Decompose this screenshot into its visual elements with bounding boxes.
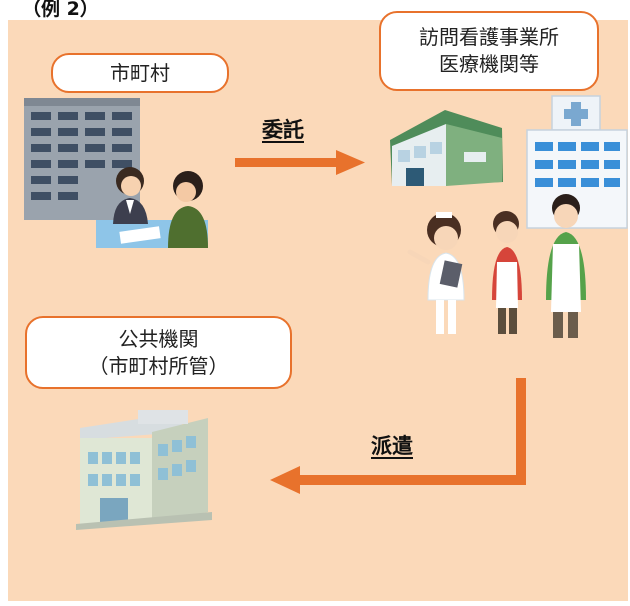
dispatch-label: 派遣 bbox=[371, 434, 413, 458]
provider-label-box: 訪問看護事業所 医療機関等 bbox=[379, 11, 599, 91]
care-worker-illustration bbox=[492, 211, 522, 334]
commission-arrow bbox=[235, 150, 365, 175]
nurse-illustration bbox=[407, 212, 465, 334]
provider-label-line1: 訪問看護事業所 bbox=[419, 25, 559, 49]
provider-label-line2: 医療機関等 bbox=[439, 52, 539, 76]
dispatch-arrow bbox=[270, 378, 526, 494]
commission-label: 委託 bbox=[262, 118, 304, 142]
municipality-label: 市町村 bbox=[110, 60, 170, 85]
public-agency-building-illustration bbox=[76, 410, 212, 530]
male-care-worker-illustration bbox=[546, 194, 586, 338]
public-agency-label-line2: （市町村所管） bbox=[88, 353, 229, 378]
municipal-office-illustration bbox=[24, 98, 208, 248]
example-label: （例 2） bbox=[22, 0, 99, 20]
municipality-label-box: 市町村 bbox=[51, 53, 229, 93]
public-agency-label-line1: 公共機関 bbox=[118, 326, 199, 351]
nursing-station-illustration bbox=[390, 110, 503, 186]
public-agency-label-box: 公共機関 （市町村所管） bbox=[25, 316, 292, 389]
